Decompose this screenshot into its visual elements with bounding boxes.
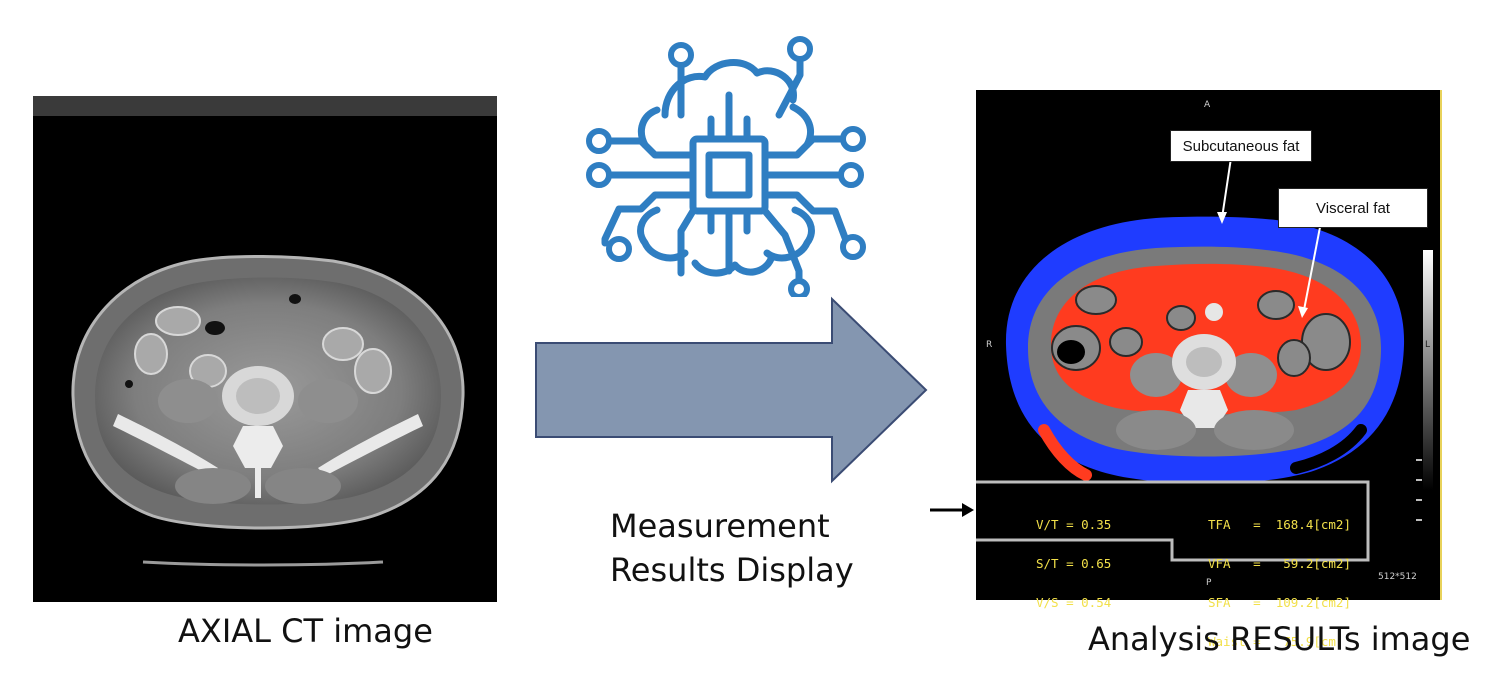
analysis-results-image: A R L P Subcutaneous fat Visceral fat V/… xyxy=(976,90,1442,648)
analysis-results-caption: Analysis RESULTs image xyxy=(1088,620,1471,658)
axial-ct-image xyxy=(33,96,497,602)
orientation-bottom: P xyxy=(1206,578,1212,588)
orientation-top: A xyxy=(1204,100,1211,110)
st-ratio: S/T = 0.65 xyxy=(1036,556,1112,571)
vs-ratio: V/S = 0.54 xyxy=(1036,595,1112,610)
waist-value: Waist = 75.9[cm] xyxy=(1208,634,1344,649)
axial-ct-caption: AXIAL CT image xyxy=(178,612,433,650)
ai-brain-chip-icon xyxy=(586,36,866,297)
arrow-label-line1: Measurement xyxy=(610,507,830,545)
segmentation-drawing xyxy=(976,157,1433,562)
vt-ratio: V/T = 0.35 xyxy=(1036,517,1112,532)
area-results: TFA = 168.4[cm2] VFA = 59.2[cm2] SFA = 1… xyxy=(1208,492,1351,674)
orientation-left: R xyxy=(986,340,993,350)
sfa-value: SFA = 109.2[cm2] xyxy=(1208,595,1351,610)
flow-arrow xyxy=(535,296,928,484)
results-pointer-arrow xyxy=(930,503,974,517)
tfa-value: TFA = 168.4[cm2] xyxy=(1208,517,1351,532)
ct-slice-drawing xyxy=(71,255,465,567)
arrow-label-line2: Results Display xyxy=(610,551,854,589)
ratio-results: V/T = 0.35 S/T = 0.65 V/S = 0.54 xyxy=(1036,492,1111,635)
arrow-label: Measurement Results Display xyxy=(610,504,854,592)
vfa-value: VFA = 59.2[cm2] xyxy=(1208,556,1351,571)
subcutaneous-fat-label: Subcutaneous fat xyxy=(1170,130,1312,162)
orientation-right: L xyxy=(1425,340,1431,350)
visceral-fat-label: Visceral fat xyxy=(1278,188,1428,228)
ct-viewer-topbar xyxy=(33,96,497,116)
matrix-size: 512*512 xyxy=(1378,572,1417,582)
